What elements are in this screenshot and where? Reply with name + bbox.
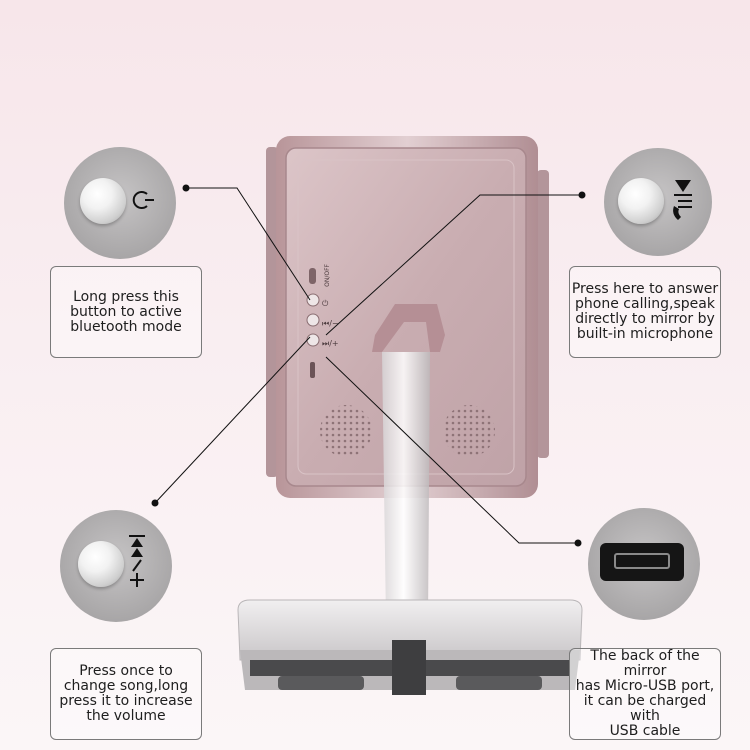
device-button-prev[interactable] [306,313,320,327]
volume-callout-box: Press once to change song,long press it … [50,648,202,740]
pointer-dots [151,184,586,547]
right-speaker-grille [443,405,495,457]
device-button-next[interactable] [306,333,320,347]
device-switch-label: ON/OFF [324,264,331,287]
answer-callout-text: Press here to answer phone calling,speak… [571,281,719,342]
next-track-plus-icon [126,533,148,589]
device-power-switch[interactable] [309,268,316,284]
answer-button-graphic [618,178,664,224]
answer-callout-box: Press here to answer phone calling,speak… [569,266,721,358]
device-button-power[interactable] [306,293,320,307]
micro-usb-port-icon [600,543,684,581]
device-button-labels: ⏻ ⏮/− ⏭/+ [322,294,339,354]
device-prev-label: ⏮/− [322,319,339,328]
volume-callout-text: Press once to change song,long press it … [59,663,193,724]
play-pause-phone-icon [670,176,696,224]
device-next-label: ⏭/+ [322,339,339,348]
power-button-graphic [80,178,126,224]
bluetooth-callout-text: Long press this button to active bluetoo… [70,288,182,335]
usb-callout-box: The back of the mirror has Micro-USB por… [569,648,721,740]
usb-callout-text: The back of the mirror has Micro-USB por… [575,648,715,739]
power-icon [132,188,156,212]
device-usb-slot [310,362,315,378]
device-power-label: ⏻ [322,299,329,308]
volume-button-graphic [78,541,124,587]
bluetooth-callout-box: Long press this button to active bluetoo… [50,266,202,358]
stand-arm [372,304,445,640]
clear-base [237,599,583,695]
pointer-lines [154,187,582,544]
left-speaker-grille [320,405,372,457]
